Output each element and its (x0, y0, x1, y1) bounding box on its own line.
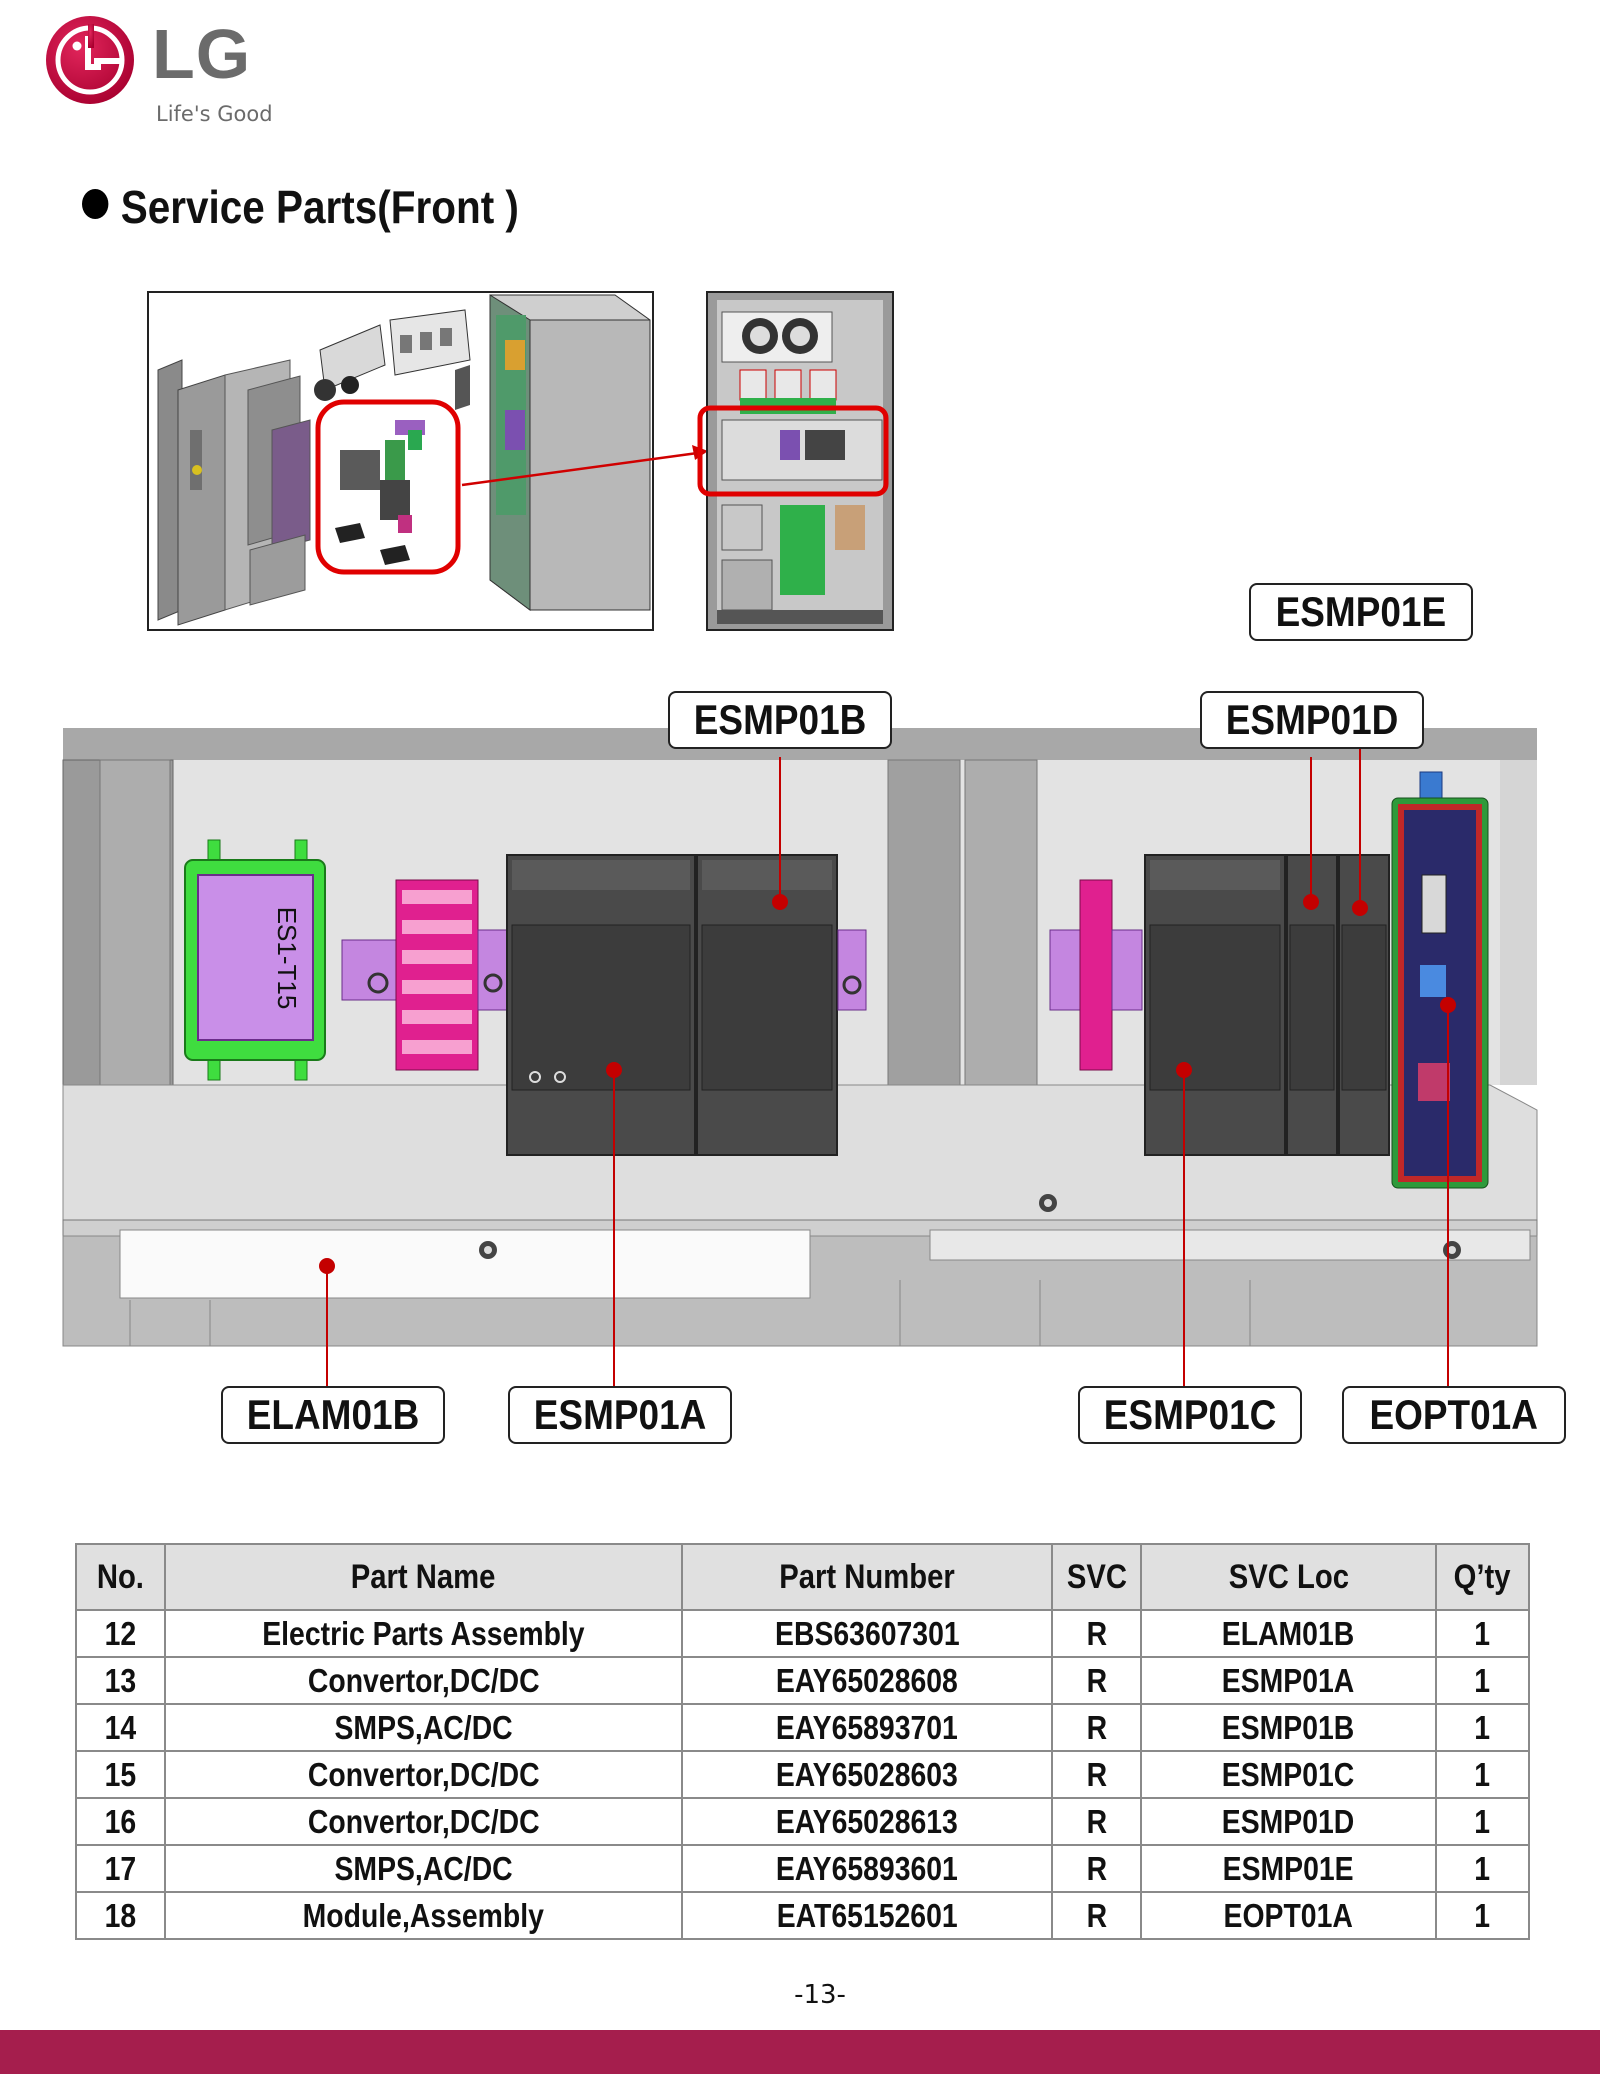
cell-qty: 1 (1435, 1750, 1530, 1799)
table-row: 14 SMPS,AC/DC EAY65893701 R ESMP01B 1 (75, 1703, 1530, 1752)
table-row: 15 Convertor,DC/DC EAY65028603 R ESMP01C… (75, 1750, 1530, 1799)
leader-lines (319, 700, 1456, 1386)
header-no: No. (75, 1543, 166, 1611)
table-row: 12 Electric Parts Assembly EBS63607301 R… (75, 1609, 1530, 1658)
cell-svc-loc: EOPT01A (1140, 1891, 1437, 1940)
cell-svc: R (1051, 1703, 1142, 1752)
callout-esmp01a: ESMP01A (508, 1386, 732, 1444)
cell-svc: R (1051, 1609, 1142, 1658)
cell-svc: R (1051, 1750, 1142, 1799)
highlight-box-cabinet (697, 405, 889, 497)
noise-filter-label: ES1-T15 (272, 907, 302, 1010)
callout-esmp01c: ESMP01C (1078, 1386, 1302, 1444)
table-row: 17 SMPS,AC/DC EAY65893601 R ESMP01E 1 (75, 1844, 1530, 1893)
cell-no: 15 (75, 1750, 166, 1799)
psu-esmp01b-drawing (696, 854, 838, 1156)
detail-diagram: ES1-T15 (62, 700, 1538, 1386)
front-panel-drawing (157, 359, 311, 626)
lg-logo-mark-icon (46, 16, 134, 104)
header-part-name: Part Name (164, 1543, 683, 1611)
cell-part-name: Electric Parts Assembly (164, 1609, 683, 1658)
bullet-icon (82, 189, 109, 219)
cell-part-name: Convertor,DC/DC (164, 1656, 683, 1705)
section-title-text: Service Parts(Front ) (120, 181, 519, 233)
callout-esmp01e: ESMP01E (1249, 583, 1473, 641)
psu-esmp01a-drawing (506, 854, 696, 1156)
cell-part-number: EAY65028603 (681, 1750, 1053, 1799)
psu-esmp01e-drawing (1338, 854, 1390, 1156)
cell-svc: R (1051, 1656, 1142, 1705)
parts-table: No. Part Name Part Number SVC SVC Loc Q’… (75, 1543, 1530, 1940)
noise-filter-drawing: ES1-T15 (184, 839, 326, 1081)
cell-svc-loc: ESMP01D (1140, 1797, 1437, 1846)
cell-svc: R (1051, 1891, 1142, 1940)
cell-svc-loc: ESMP01C (1140, 1750, 1437, 1799)
callout-esmp01d: ESMP01D (1200, 691, 1424, 749)
cell-svc-loc: ESMP01B (1140, 1703, 1437, 1752)
cell-part-name: SMPS,AC/DC (164, 1844, 683, 1893)
cabinet-front-drawing (697, 291, 894, 631)
cell-no: 14 (75, 1703, 166, 1752)
cell-qty: 1 (1435, 1844, 1530, 1893)
lg-logo-tagline: Life's Good (156, 102, 273, 126)
cell-svc-loc: ESMP01A (1140, 1656, 1437, 1705)
cell-svc: R (1051, 1844, 1142, 1893)
terminal-block-right-drawing (1049, 879, 1143, 1071)
overview-diagram (147, 291, 894, 631)
header-svc: SVC (1051, 1543, 1142, 1611)
cell-part-name: Convertor,DC/DC (164, 1797, 683, 1846)
cell-no: 17 (75, 1844, 166, 1893)
cabinet-iso-drawing (489, 294, 651, 611)
cell-part-number: EBS63607301 (681, 1609, 1053, 1658)
callout-eopt01a: EOPT01A (1342, 1386, 1566, 1444)
cell-part-number: EAT65152601 (681, 1891, 1053, 1940)
header-svc-loc: SVC Loc (1140, 1543, 1437, 1611)
table-row: 13 Convertor,DC/DC EAY65028608 R ESMP01A… (75, 1656, 1530, 1705)
callout-elam01b: ELAM01B (221, 1386, 445, 1444)
psu-esmp01d-drawing (1286, 854, 1338, 1156)
header-qty: Q’ty (1435, 1543, 1530, 1611)
cell-qty: 1 (1435, 1656, 1530, 1705)
cell-qty: 1 (1435, 1891, 1530, 1940)
psu-esmp01c-drawing (1144, 854, 1286, 1156)
footer-bar (0, 2030, 1600, 2074)
cell-no: 12 (75, 1609, 166, 1658)
cell-svc-loc: ESMP01E (1140, 1844, 1437, 1893)
highlight-box-exploded (315, 399, 461, 575)
lg-logo-wordmark: LG (152, 15, 252, 93)
option-module-eopt01a-drawing (1391, 771, 1489, 1189)
page-number: -13- (794, 1980, 846, 2010)
cell-no: 18 (75, 1891, 166, 1940)
cell-qty: 1 (1435, 1609, 1530, 1658)
cell-svc: R (1051, 1797, 1142, 1846)
section-title: Service Parts(Front ) (82, 180, 519, 234)
cell-part-number: EAY65028613 (681, 1797, 1053, 1846)
header-part-number: Part Number (681, 1543, 1053, 1611)
callout-esmp01b: ESMP01B (668, 691, 892, 749)
terminal-block-left-drawing (341, 879, 509, 1071)
cell-part-name: Convertor,DC/DC (164, 1750, 683, 1799)
cell-part-name: SMPS,AC/DC (164, 1703, 683, 1752)
connector-arrow (461, 450, 706, 487)
cell-part-number: EAY65028608 (681, 1656, 1053, 1705)
cell-part-number: EAY65893601 (681, 1844, 1053, 1893)
table-header-row: No. Part Name Part Number SVC SVC Loc Q’… (75, 1543, 1530, 1611)
cell-qty: 1 (1435, 1703, 1530, 1752)
cell-qty: 1 (1435, 1797, 1530, 1846)
exploded-components-drawing (314, 309, 471, 575)
table-row: 18 Module,Assembly EAT65152601 R EOPT01A… (75, 1891, 1530, 1940)
cell-part-name: Module,Assembly (164, 1891, 683, 1940)
cell-svc-loc: ELAM01B (1140, 1609, 1437, 1658)
cell-part-number: EAY65893701 (681, 1703, 1053, 1752)
cell-no: 13 (75, 1656, 166, 1705)
table-row: 16 Convertor,DC/DC EAY65028613 R ESMP01D… (75, 1797, 1530, 1846)
cell-no: 16 (75, 1797, 166, 1846)
